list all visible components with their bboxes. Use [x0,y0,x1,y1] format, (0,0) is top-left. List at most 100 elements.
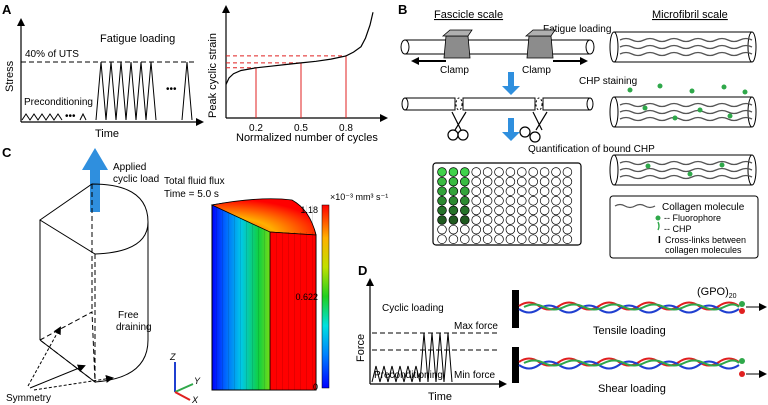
well-4-3 [471,205,481,216]
cyclic-loading-label: Cyclic loading [382,303,444,314]
crosslink-icon: I [658,235,661,246]
well-0-0 [437,167,447,177]
well-1-6 [505,176,516,187]
applied-load-arrow [82,148,108,212]
strain-curve-line [225,12,374,85]
gpo-base: (GPO) [697,286,729,298]
z-axis-label: Z [169,352,176,362]
well-6-1 [448,224,459,235]
preconditioning-ellipsis: ••• [65,111,76,122]
well-7-7 [517,234,527,244]
strain-marks [226,55,347,118]
x-tick-0-2: 0.2 [249,123,263,134]
fascicle-cut [401,97,594,111]
shear-end-red [739,371,745,377]
tensile-end-red [739,308,745,314]
fluorophore-icon [655,215,661,221]
clamp-right-top [524,29,556,37]
fatigue-last-cycle [181,61,193,121]
well-6-2 [460,224,470,235]
well-0-6 [505,167,516,177]
preconditioning-last-cycle [79,112,87,121]
well-4-10 [551,205,561,216]
microfibril-scale-title: Microfibril scale [652,9,728,21]
x-axis-letter: X [191,395,199,405]
well-4-0 [437,205,447,216]
well-1-3 [471,176,481,187]
preconditioning-d-label: Preconditioning [374,370,443,381]
half-cylinder-wireframe [39,183,149,384]
well-3-0 [437,196,447,206]
clamp-left-label: Clamp [440,65,469,76]
gpo-label: (GPO)20 [697,286,737,300]
stress-time-plot: Stress Time 40% of UTS Fatigue loading P… [4,18,204,140]
well-0-7 [517,167,527,177]
fascicle-segment-1 [404,97,456,111]
clamp-left [443,35,471,59]
colorbar-mid: 0.622 [295,292,318,302]
max-force-label: Max force [454,321,498,332]
well-7-10 [551,234,561,244]
panel-a: A Stress Time 40% of UTS Fatigue loading… [2,2,388,144]
clamp-right [526,35,554,59]
well-6-5 [494,224,504,235]
well-2-2 [460,186,470,196]
well-1-4 [482,176,493,187]
well-0-5 [494,167,504,177]
legend-chp: -- CHP [664,224,692,234]
well-3-10 [551,196,561,206]
well-1-7 [517,176,527,187]
collagen-molecule-icon [614,203,656,209]
well-5-2 [460,215,470,225]
well-7-6 [505,234,516,244]
gpo-subscript: 20 [729,293,737,300]
well-1-5 [494,176,504,187]
fatigue-waveform [95,61,157,121]
well-2-4 [482,186,493,196]
well-1-0 [437,176,447,187]
fascicle-segment-3 [542,97,591,111]
time-axis-label-d: Time [428,391,452,403]
flux-top-face [210,198,317,236]
shear-end-green [739,358,745,364]
fascicle-scale-title: Fascicle scale [434,9,503,21]
well-0-4 [482,167,493,177]
well-4-1 [448,205,459,216]
cycles-axis-label: Normalized number of cycles [236,132,378,144]
well-1-8 [528,176,538,187]
flow-arrow-1 [502,72,520,95]
fatigue-ellipsis: ••• [166,84,177,95]
min-force-label: Min force [454,370,496,381]
free-draining-2: draining [116,322,152,333]
fatigue-loading-b-label: Fatigue loading [543,24,611,35]
tensile-triple-helix [518,301,740,314]
well-2-10 [551,186,561,196]
panel-b: B Fascicle scale Microfibril scale Fatig… [398,2,759,259]
well-2-0 [437,186,447,196]
well-6-3 [471,224,481,235]
well-5-10 [551,215,561,225]
panel-c-label: C [2,145,12,160]
well-grid [437,167,573,244]
x-axis-line [174,391,191,401]
well-3-9 [539,196,550,206]
well-2-3 [471,186,481,196]
panel-d: D Force Time Cyclic loading Max force Mi… [355,263,767,403]
tensile-end-green [739,301,745,307]
microfibril-bound [609,154,757,186]
well-3-4 [482,196,493,206]
well-7-11 [562,234,573,244]
symmetry-label: Symmetry [6,393,51,404]
time-axis-label: Time [95,128,119,140]
well-6-9 [539,224,550,235]
well-6-4 [482,224,493,235]
tensile-wall [512,290,519,328]
cut-mark-1 [455,97,463,111]
time-value-label: Time = 5.0 s [164,189,219,200]
uts-label: 40% of UTS [25,49,79,60]
colorbar [321,204,330,389]
well-3-2 [460,196,470,206]
well-2-8 [528,186,538,196]
legend-crosslinks-2: collagen molecules [665,245,742,255]
fascicle-cut-start [401,97,409,111]
